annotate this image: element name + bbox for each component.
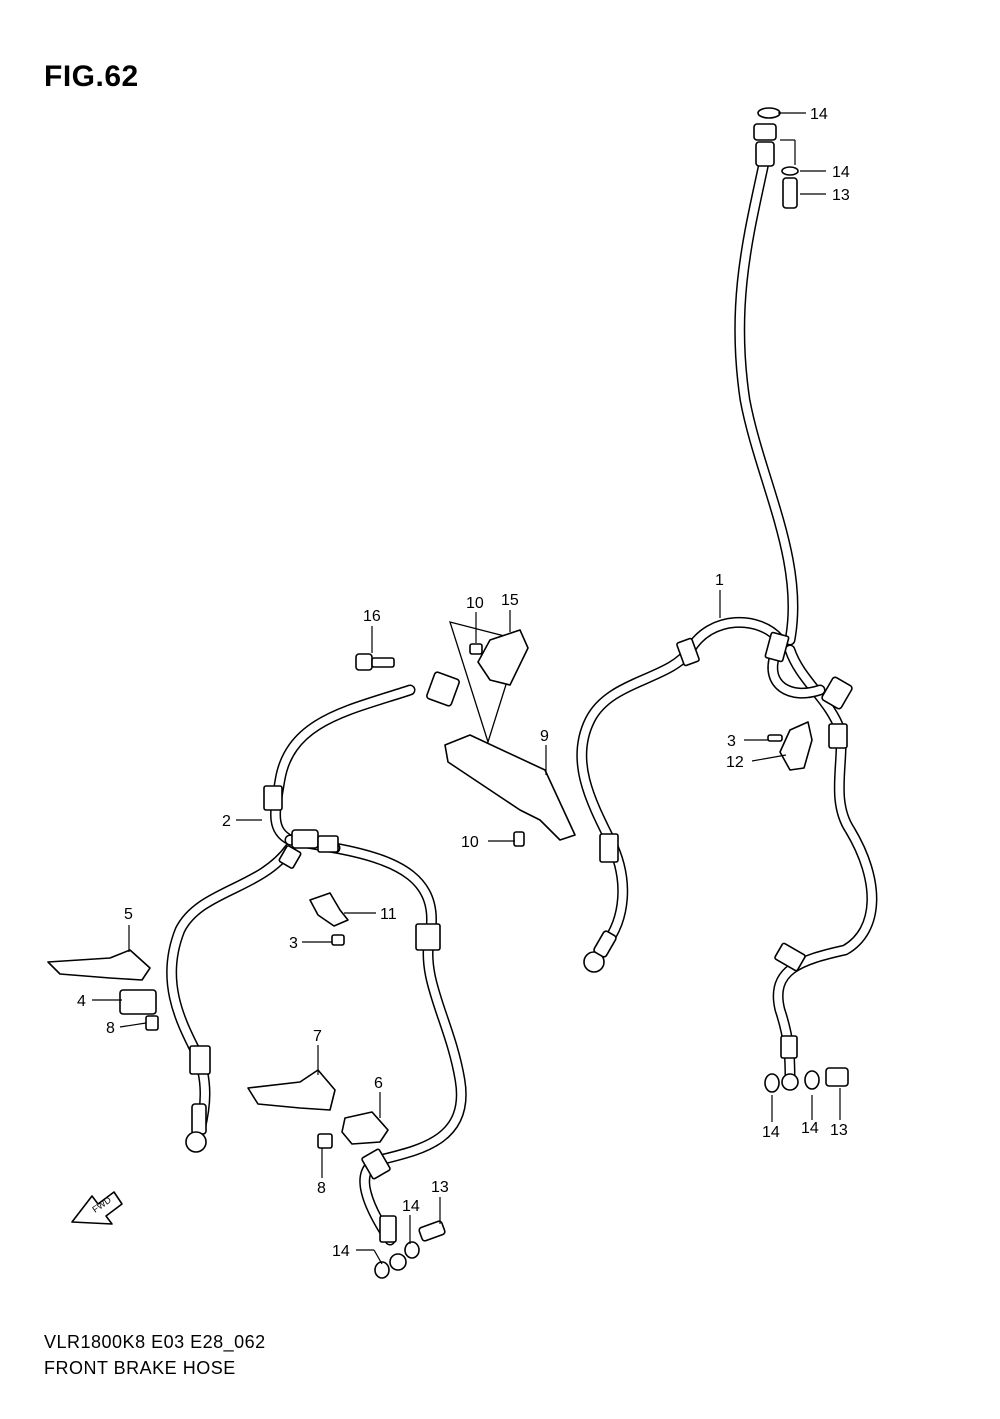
bolt-8-left <box>145 1015 159 1031</box>
callout-8: 8 <box>317 1180 326 1197</box>
brake-hose-2 <box>166 684 467 1246</box>
hose-grommet <box>676 637 700 667</box>
bracket-5 <box>47 949 151 981</box>
union-bolt-bottom <box>418 1220 446 1242</box>
bolt-10-upper <box>469 643 483 655</box>
banjo-fitting-top <box>755 141 775 167</box>
callout-8: 8 <box>106 1020 115 1037</box>
callout-14: 14 <box>801 1120 819 1137</box>
union-bolt-right-caliper <box>825 1067 849 1087</box>
callout-6: 6 <box>374 1075 383 1092</box>
hose-grommet <box>278 845 302 869</box>
washer-right-caliper-2 <box>804 1070 820 1090</box>
hose-joint-upper <box>426 671 460 707</box>
three-way-joint-left <box>291 829 319 849</box>
callout-1: 1 <box>715 572 724 589</box>
callout-12: 12 <box>726 754 744 771</box>
hose-grommet <box>828 723 848 749</box>
callout-13: 13 <box>830 1122 848 1139</box>
banjo-fitting-left-caliper <box>593 930 617 958</box>
screw-3 <box>767 734 783 742</box>
washer-bottom-1 <box>374 1261 390 1279</box>
hose-clamp-6 <box>341 1111 389 1145</box>
callout-3: 3 <box>727 733 736 750</box>
washer-top-2 <box>781 166 799 176</box>
banjo-fitting-left <box>191 1103 207 1135</box>
fwd-arrow <box>71 1191 123 1225</box>
washer-top-1 <box>757 107 781 119</box>
hose-grommet <box>263 785 283 811</box>
union-bolt-top <box>782 177 798 209</box>
hose-clamp-12 <box>779 721 813 771</box>
hose-grommet <box>415 923 441 951</box>
callout-14: 14 <box>332 1243 350 1260</box>
model-code: VLR1800K8 E03 E28_062 <box>44 1332 266 1352</box>
callout-14: 14 <box>810 106 828 123</box>
callout-2: 2 <box>222 813 231 830</box>
bolt-16-head <box>355 653 373 671</box>
callout-14: 14 <box>762 1124 780 1141</box>
callout-7: 7 <box>313 1028 322 1045</box>
hose-grommet <box>774 942 806 972</box>
callout-13: 13 <box>431 1179 449 1196</box>
banjo-eye-right <box>389 1253 407 1271</box>
callout-4: 4 <box>77 993 86 1010</box>
banjo-eye-top <box>753 123 777 141</box>
hose-fitting <box>317 835 339 853</box>
bracket-7 <box>247 1069 336 1111</box>
screw-3-left <box>331 934 345 946</box>
callout-11: 11 <box>380 906 397 923</box>
callout-leaders <box>92 112 841 1265</box>
callout-13: 13 <box>832 187 850 204</box>
banjo-fitting-right <box>379 1215 397 1243</box>
hose-grommet <box>764 631 790 663</box>
callout-14: 14 <box>832 164 850 181</box>
brake-hose-1 <box>576 152 878 1086</box>
callout-15: 15 <box>501 592 519 609</box>
washer-bottom-2 <box>404 1241 420 1259</box>
banjo-eye-left <box>185 1131 207 1153</box>
hose-grommet <box>780 1035 798 1059</box>
hose-grommet <box>189 1045 211 1075</box>
callout-5: 5 <box>124 906 133 923</box>
figure-title: FIG.62 <box>44 60 139 93</box>
bolt-16-shank <box>371 657 395 668</box>
callout-10: 10 <box>461 834 479 851</box>
callout-10: 10 <box>466 595 484 612</box>
callout-16: 16 <box>363 608 381 625</box>
diagram-caption: FRONT BRAKE HOSE <box>44 1358 236 1378</box>
banjo-eye-right-caliper <box>781 1073 799 1091</box>
three-way-joint <box>821 676 853 710</box>
callout-3: 3 <box>289 935 298 952</box>
washer-right-caliper-1 <box>764 1073 780 1093</box>
hose-clamp-11 <box>309 892 349 927</box>
hose-grommet <box>599 833 619 863</box>
hose-grommet <box>361 1148 391 1180</box>
hose-clamp-15 <box>477 629 529 686</box>
callout-9: 9 <box>540 728 549 745</box>
assembly-bracket-outline <box>449 621 521 745</box>
callout-14: 14 <box>402 1198 420 1215</box>
bolt-8-right <box>317 1133 333 1149</box>
bolt-10-lower <box>513 831 525 847</box>
bracket-9 <box>444 734 576 841</box>
hose-clamp-4 <box>119 989 157 1015</box>
callout-labels: 14 14 13 1 3 12 14 14 13 9 10 10 15 16 2… <box>77 106 850 1260</box>
